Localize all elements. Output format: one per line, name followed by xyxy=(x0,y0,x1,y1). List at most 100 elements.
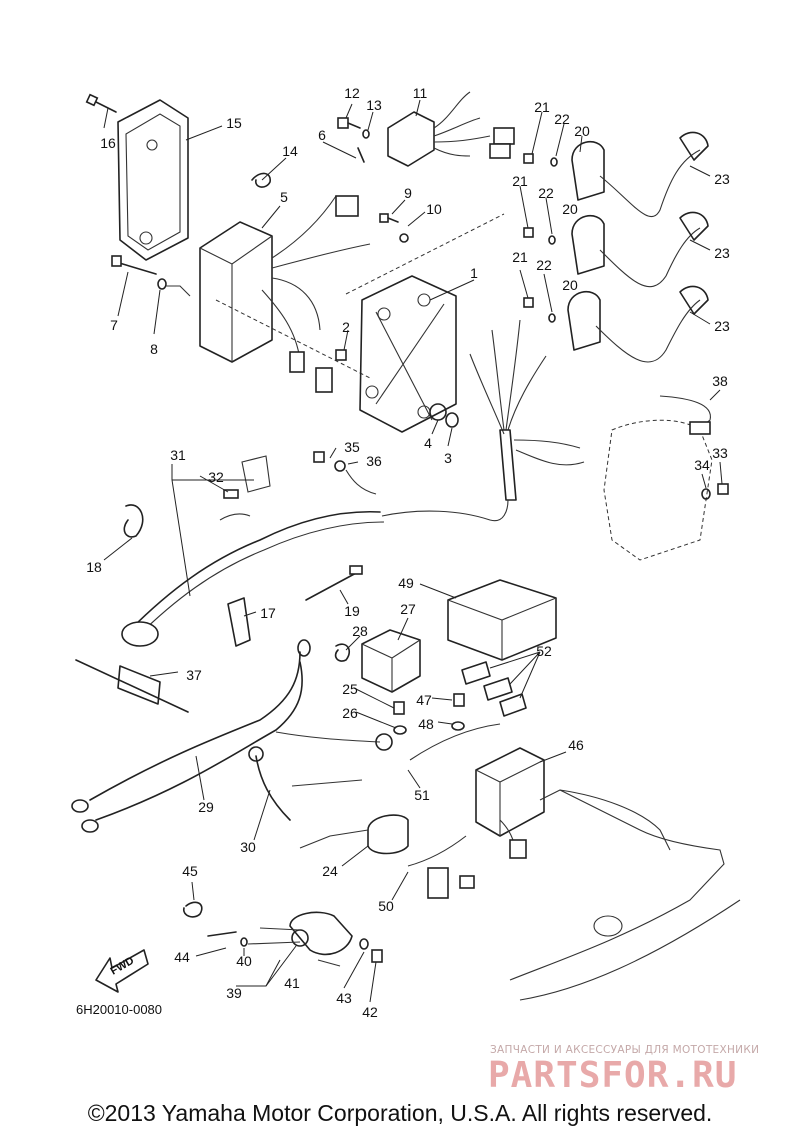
callout-23-c: 23 xyxy=(714,318,730,334)
callout-45: 45 xyxy=(182,863,198,879)
callout-26: 26 xyxy=(342,705,358,721)
washer-part-48 xyxy=(451,721,465,731)
washer-part-34 xyxy=(701,488,711,500)
bolt-part-12 xyxy=(337,117,361,129)
callout-1: 1 xyxy=(470,265,478,281)
ignition-coil-part-20-bottom xyxy=(567,285,709,363)
bolt-part-9 xyxy=(379,213,389,223)
callout-5: 5 xyxy=(280,189,288,205)
copyright-notice: ©2013 Yamaha Motor Corporation, U.S.A. A… xyxy=(87,1100,713,1126)
callout-47: 47 xyxy=(416,692,432,708)
callout-44: 44 xyxy=(174,949,190,965)
wire-lead-bundle xyxy=(469,319,585,501)
callout-13: 13 xyxy=(366,97,382,113)
callout-8: 8 xyxy=(150,341,158,357)
callout-36: 36 xyxy=(366,453,382,469)
screws-part-21 xyxy=(523,153,534,308)
callout-21-a: 21 xyxy=(534,99,550,115)
bolt-part-2 xyxy=(335,349,347,361)
callout-37: 37 xyxy=(186,667,202,683)
bottom-cowling-outline xyxy=(509,789,725,981)
washers-part-22 xyxy=(548,157,558,323)
lead-part-30 xyxy=(248,746,363,821)
callout-30: 30 xyxy=(240,839,256,855)
watermark-logo: PARTSFOR.RU xyxy=(488,1055,738,1096)
bolt-part-33 xyxy=(717,483,729,495)
callout-20-b: 20 xyxy=(562,201,578,217)
bolt-part-42 xyxy=(371,949,383,963)
callout-22-b: 22 xyxy=(538,185,554,201)
pin-part-44 xyxy=(207,931,237,937)
callout-21-c: 21 xyxy=(512,249,528,265)
callout-46: 46 xyxy=(568,737,584,753)
callout-41: 41 xyxy=(284,975,300,991)
callout-31: 31 xyxy=(170,447,186,463)
callout-32: 32 xyxy=(208,469,224,485)
callout-19: 19 xyxy=(344,603,360,619)
clip-part-40 xyxy=(240,937,248,947)
cover-part-49 xyxy=(447,579,557,661)
callout-21-b: 21 xyxy=(512,173,528,189)
clamp-part-18 xyxy=(123,504,144,538)
callout-22-a: 22 xyxy=(554,111,570,127)
callout-20-a: 20 xyxy=(574,123,590,139)
engine-outline xyxy=(603,419,713,561)
ignition-coil-part-20-mid xyxy=(571,211,709,288)
callout-14: 14 xyxy=(282,143,298,159)
callout-2: 2 xyxy=(342,319,350,335)
sensor-assembly-part-39 xyxy=(247,911,353,956)
grommet-part-4 xyxy=(429,403,447,421)
callout-28: 28 xyxy=(352,623,368,639)
lead-part-51 xyxy=(409,723,501,761)
relay-block-part-46 xyxy=(475,747,545,859)
screw-part-6 xyxy=(357,147,365,163)
callout-22-c: 22 xyxy=(536,257,552,273)
callout-3: 3 xyxy=(444,450,452,466)
callout-49: 49 xyxy=(398,575,414,591)
callout-16: 16 xyxy=(100,135,116,151)
clamp-part-28 xyxy=(334,643,351,662)
callout-38: 38 xyxy=(712,373,728,389)
callout-29: 29 xyxy=(198,799,214,815)
washer-part-13 xyxy=(362,129,370,139)
callout-34: 34 xyxy=(694,457,710,473)
washer-part-10 xyxy=(399,233,409,243)
callout-7: 7 xyxy=(110,317,118,333)
bolt-part-25 xyxy=(393,701,405,715)
washer-part-8 xyxy=(157,278,167,290)
cover-part-27 xyxy=(361,629,421,693)
callout-39: 39 xyxy=(226,985,242,1001)
cdi-unit-part-5 xyxy=(199,195,371,393)
forward-arrow-icon: FWD xyxy=(95,949,149,993)
callout-17: 17 xyxy=(260,605,276,621)
callout-50: 50 xyxy=(378,898,394,914)
callout-23-b: 23 xyxy=(714,245,730,261)
bolt-part-47 xyxy=(453,693,465,707)
callout-12: 12 xyxy=(344,85,360,101)
callout-52: 52 xyxy=(536,643,552,659)
callout-51: 51 xyxy=(414,787,430,803)
callout-11: 11 xyxy=(413,85,428,101)
callout-27: 27 xyxy=(400,601,416,617)
diagram-code: 6H20010-0080 xyxy=(76,1002,162,1017)
caps-part-52 xyxy=(461,661,527,717)
callout-9: 9 xyxy=(404,185,412,201)
callout-15: 15 xyxy=(226,115,242,131)
clamp-part-45 xyxy=(183,901,203,918)
callout-20-c: 20 xyxy=(562,277,578,293)
washer-part-36 xyxy=(334,460,346,472)
callout-48: 48 xyxy=(418,716,434,732)
cover-part-15 xyxy=(117,99,189,261)
callout-numbers: 1 2 3 4 5 6 7 8 9 10 11 12 13 14 15 16 1… xyxy=(86,85,730,1020)
fuse-part-32 xyxy=(223,489,239,499)
rectifier-part-11 xyxy=(387,91,515,167)
callout-25: 25 xyxy=(342,681,358,697)
leader-lines xyxy=(103,99,723,1003)
clamp-part-14 xyxy=(251,172,271,188)
callout-4: 4 xyxy=(424,435,432,451)
callout-40: 40 xyxy=(236,953,252,969)
main-harness-part-31 xyxy=(121,499,509,647)
callout-24: 24 xyxy=(322,863,338,879)
callout-35: 35 xyxy=(344,439,360,455)
